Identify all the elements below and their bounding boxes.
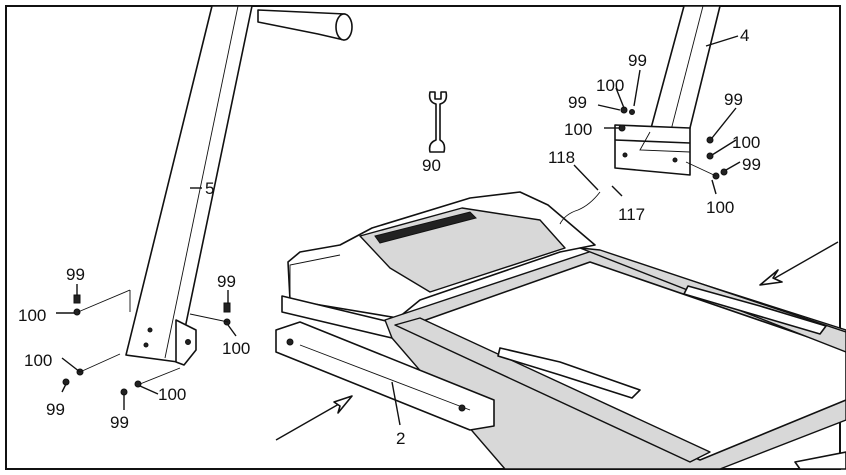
label-118: 118	[548, 148, 575, 167]
right-upright-part-4	[614, 5, 721, 176]
label-99: 99	[217, 272, 236, 291]
label-90: 90	[422, 156, 441, 175]
label-4: 4	[740, 26, 749, 45]
label-100: 100	[732, 133, 760, 152]
label-100: 100	[596, 76, 624, 95]
cable-118	[559, 191, 601, 225]
direction-arrows	[275, 241, 839, 441]
label-99: 99	[66, 265, 85, 284]
label-100: 100	[564, 120, 592, 139]
left-upright-part-5	[125, 5, 353, 366]
label-2: 2	[396, 429, 405, 448]
label-99: 99	[724, 90, 743, 109]
label-99: 99	[628, 51, 647, 70]
label-100: 100	[18, 306, 46, 325]
label-99: 99	[110, 413, 129, 432]
treadmill-base	[275, 191, 846, 470]
leader-lines	[56, 35, 741, 410]
label-5: 5	[205, 179, 214, 198]
diagram-frame	[5, 5, 841, 470]
label-117: 117	[618, 205, 645, 224]
label-100: 100	[24, 351, 52, 370]
label-99: 99	[568, 93, 587, 112]
leader-line-2	[391, 381, 401, 426]
label-100: 100	[158, 385, 186, 404]
label-100: 100	[222, 339, 250, 358]
label-100: 100	[706, 198, 734, 217]
wrench-part-90	[428, 91, 448, 153]
label-99: 99	[742, 155, 761, 174]
part-labels: 99 100 99 100 100 99 100 99 5 90 99 100 …	[18, 26, 761, 448]
label-99: 99	[46, 400, 65, 419]
